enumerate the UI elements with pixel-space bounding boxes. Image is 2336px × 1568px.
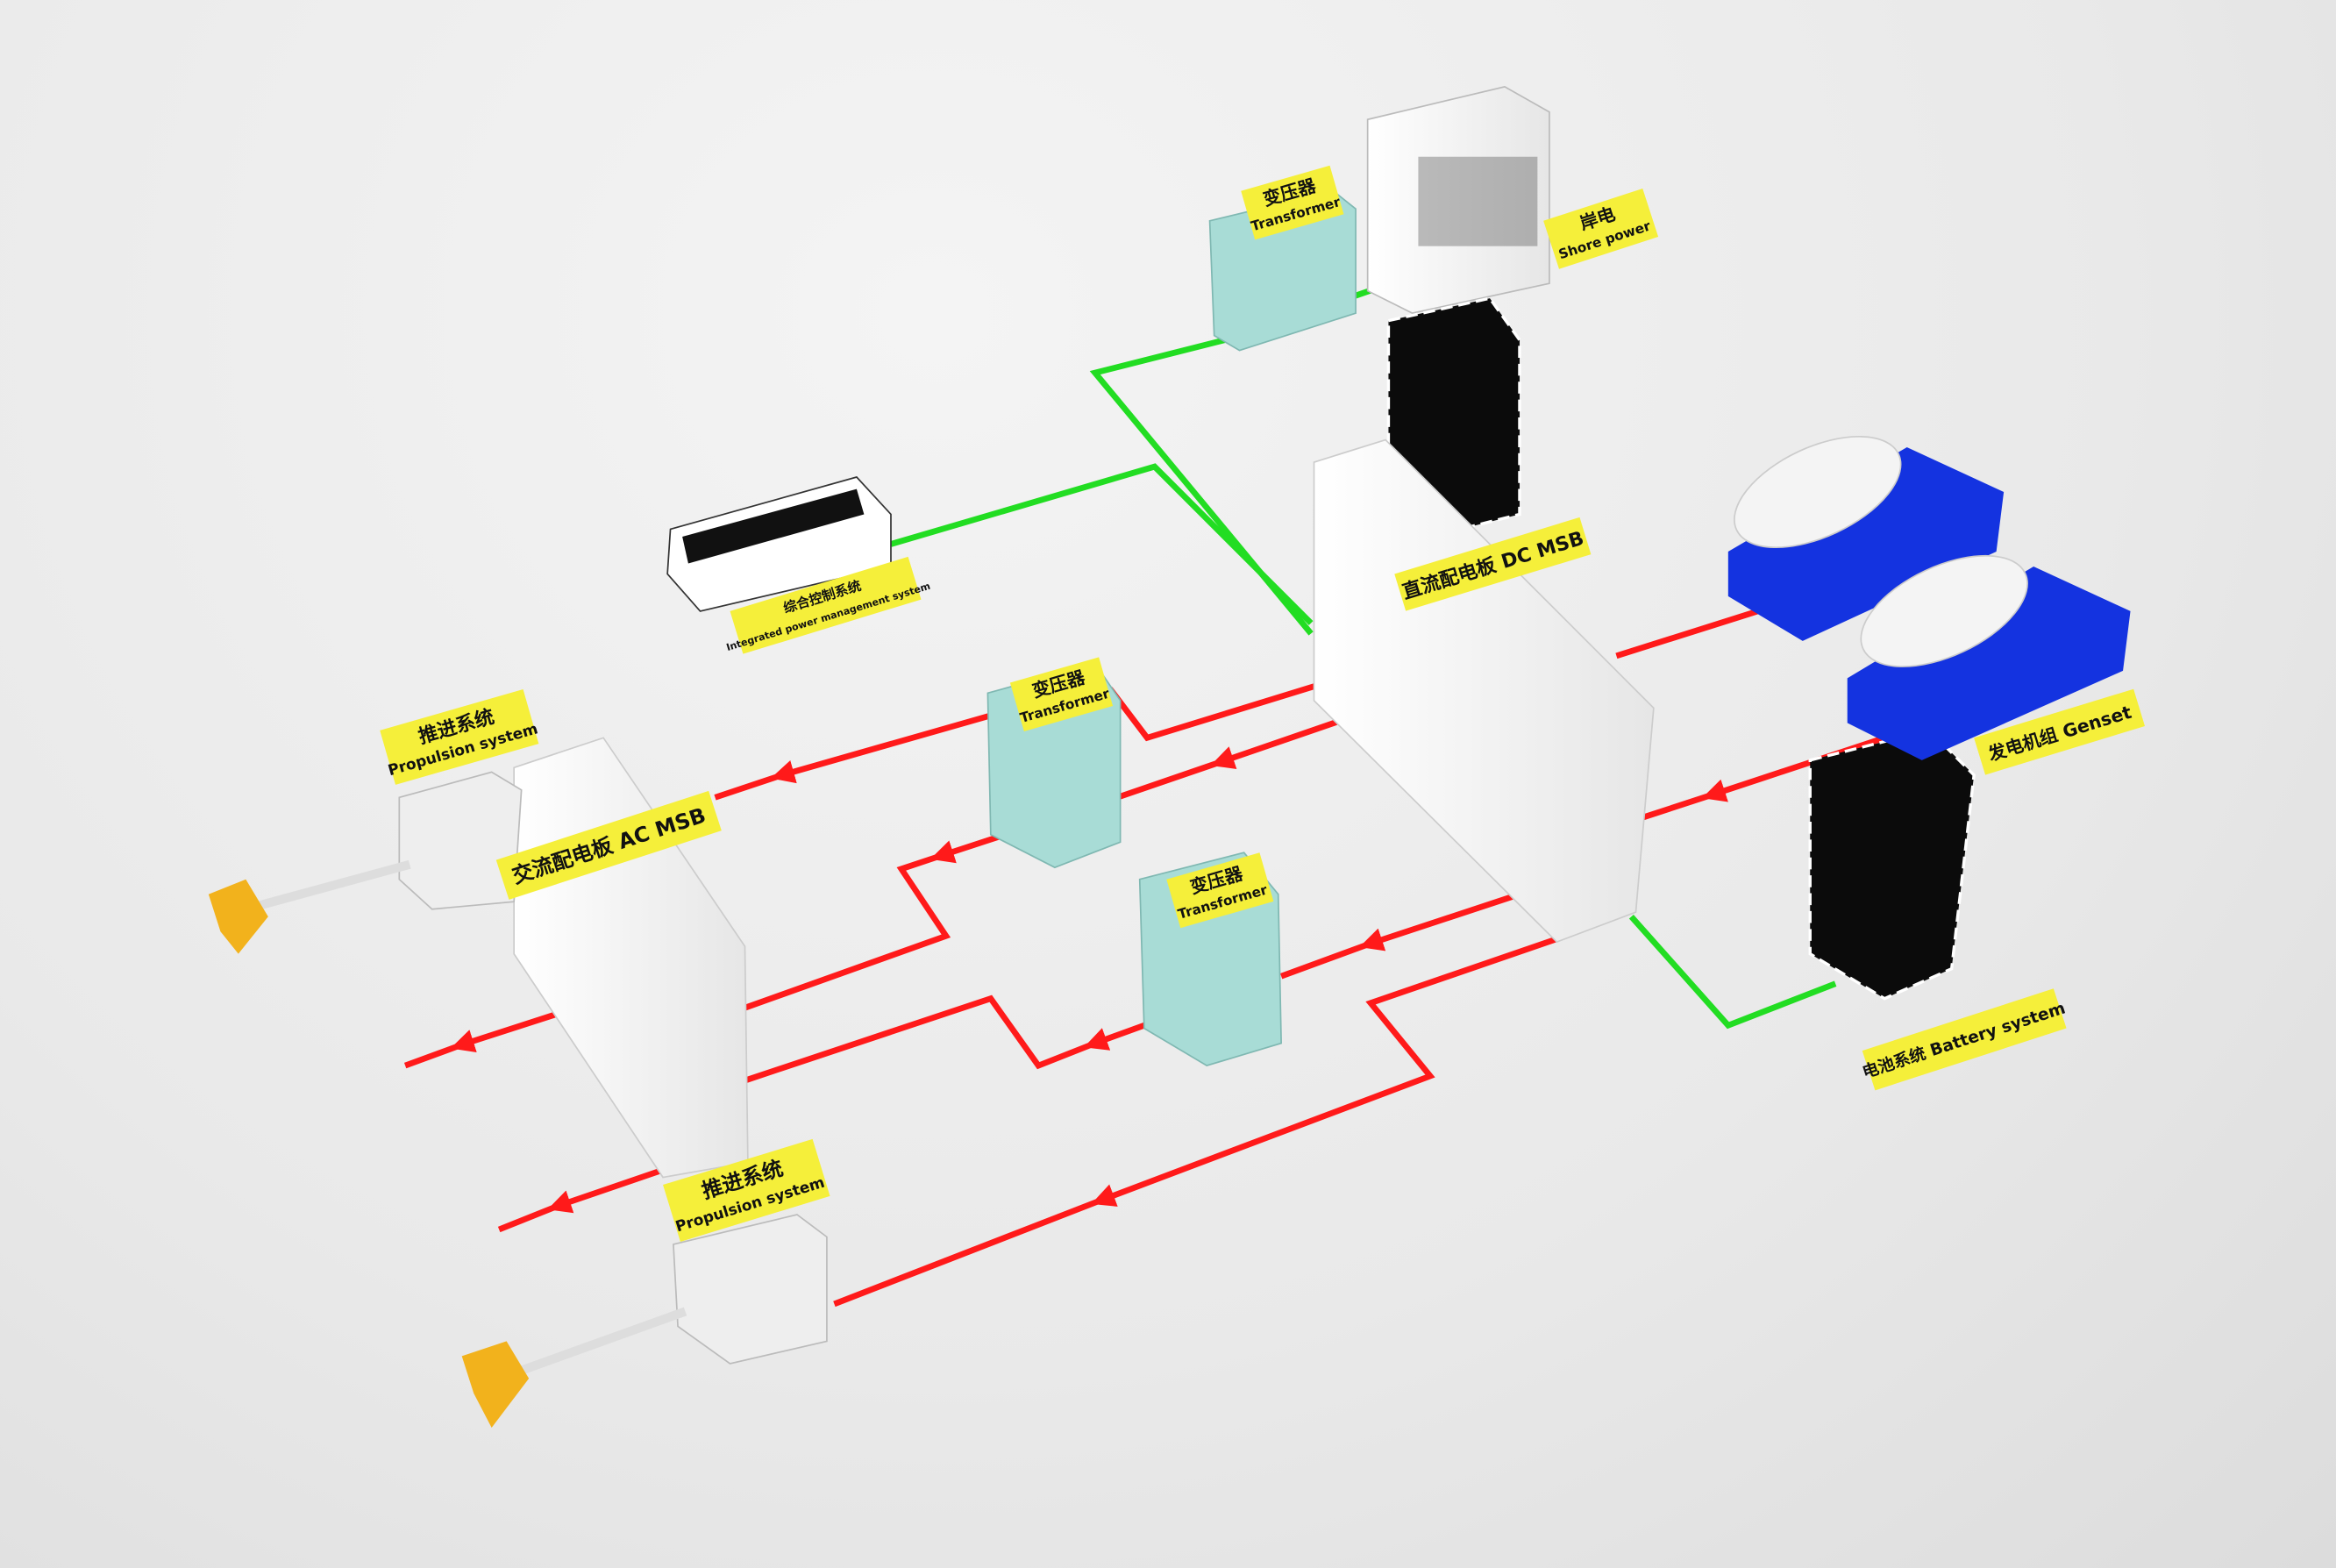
ac-line xyxy=(714,772,784,801)
propulsion-system-bottom[interactable] xyxy=(461,1214,828,1428)
label-transformer-top: 变压器 Transformer xyxy=(1241,165,1344,240)
propeller-icon xyxy=(208,879,268,954)
dc-line-ipms xyxy=(890,463,1314,625)
ac-line xyxy=(403,1042,463,1069)
genset-2[interactable] xyxy=(1844,533,2131,760)
ac-line xyxy=(1359,891,1521,951)
ac-line xyxy=(736,852,951,1014)
ac-line xyxy=(744,994,1096,1084)
svg-text:电池系统 Battery system: 电池系统 Battery system xyxy=(1860,998,2068,1082)
label-genset: 发电机组 Genset xyxy=(1974,688,2146,775)
genset-1[interactable] xyxy=(1718,414,2005,641)
ac-line xyxy=(1615,608,1759,659)
ac-line xyxy=(547,1166,665,1214)
label-battery: 电池系统 Battery system xyxy=(1860,988,2068,1091)
ac-line xyxy=(450,1010,560,1053)
ac-line xyxy=(833,1196,1104,1308)
ac-line xyxy=(1701,735,1886,802)
ac-line xyxy=(770,712,992,784)
ac-line xyxy=(1634,791,1714,823)
dc-msb-switchboard[interactable] xyxy=(1313,438,1655,944)
dc-line-battery xyxy=(1628,914,1837,1030)
ac-line xyxy=(1116,759,1223,801)
ac-line xyxy=(1107,680,1328,742)
ac-line xyxy=(1210,712,1357,769)
ac-line xyxy=(1091,936,1558,1207)
label-shore-power: 岸电 Shore power xyxy=(1543,189,1659,269)
ac-line xyxy=(497,1202,560,1233)
propeller-icon xyxy=(461,1341,530,1428)
propulsion-system-top[interactable] xyxy=(208,771,523,954)
ac-line xyxy=(1279,940,1372,980)
battery-system-rack[interactable] xyxy=(1808,728,1976,1001)
shore-power-cabinet[interactable] xyxy=(1366,85,1550,315)
